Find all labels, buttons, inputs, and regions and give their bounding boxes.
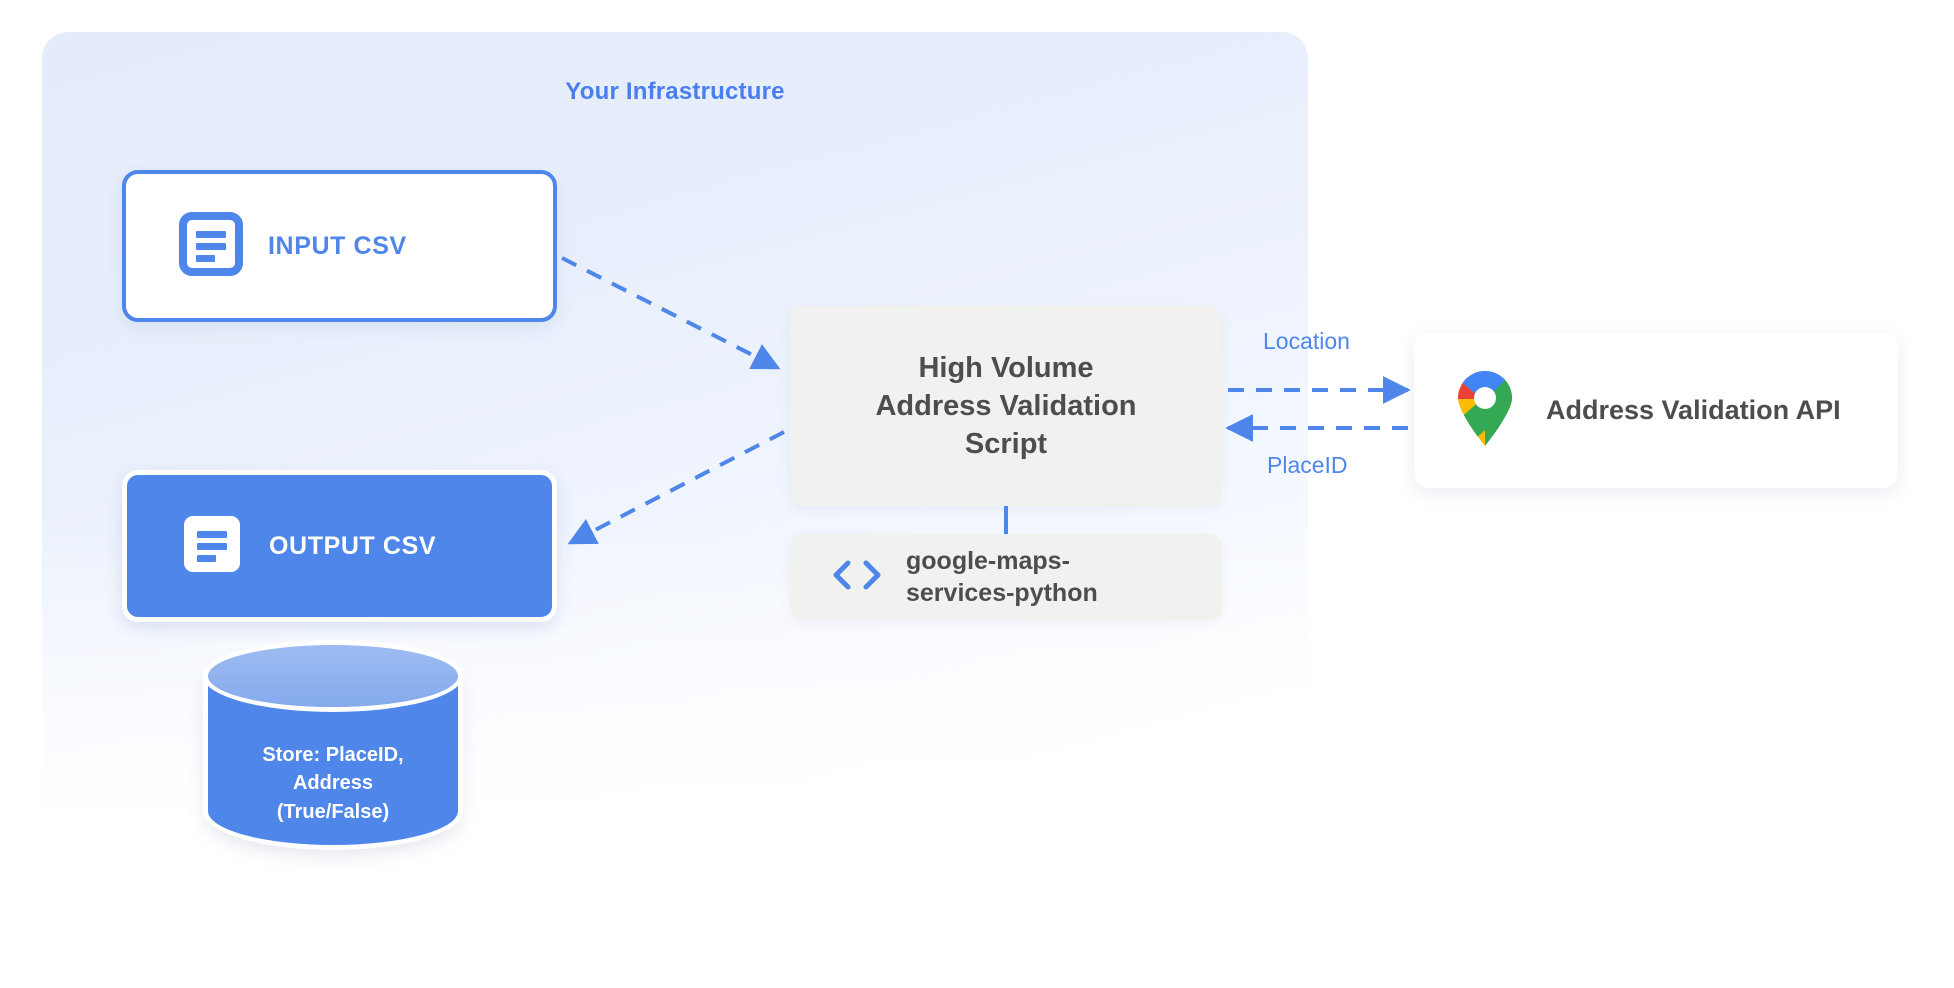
node-output-csv[interactable]: OUTPUT CSV [122, 470, 557, 622]
node-database-label: Store: PlaceID, Address (True/False) [208, 741, 458, 826]
node-library[interactable]: google-maps- services-python [790, 534, 1222, 620]
library-line-1: google-maps- [906, 547, 1070, 575]
panel-title: Your Infrastructure [565, 78, 785, 105]
node-database[interactable]: Store: PlaceID, Address (True/False) [208, 645, 458, 870]
node-input-csv-label: INPUT CSV [268, 231, 407, 260]
library-line-2: services-python [906, 579, 1098, 607]
edge-script-to-library [1004, 506, 1008, 535]
node-validation-script[interactable]: High Volume Address Validation Script [790, 306, 1222, 506]
script-line-1: High Volume [918, 351, 1094, 384]
node-output-csv-label: OUTPUT CSV [269, 531, 437, 560]
node-input-csv[interactable]: INPUT CSV [122, 170, 557, 322]
node-address-validation-api[interactable]: Address Validation API [1414, 333, 1898, 488]
database-top [208, 645, 458, 707]
code-brackets-icon [830, 557, 884, 598]
node-validation-script-label: High Volume Address Validation Script [875, 349, 1136, 464]
database-line-1: Store: PlaceID, [262, 744, 404, 766]
database-line-3: (True/False) [276, 800, 390, 823]
database-line-2: Address [292, 772, 374, 795]
document-icon [179, 211, 243, 281]
edge-label-location: Location [1263, 328, 1350, 354]
node-library-label: google-maps- services-python [906, 545, 1098, 609]
document-icon [180, 512, 244, 581]
script-line-3: Script [964, 428, 1048, 461]
script-line-2: Address Validation [875, 389, 1137, 422]
google-maps-pin-icon [1454, 369, 1516, 452]
edge-label-placeid: PlaceID [1267, 452, 1348, 478]
node-address-validation-api-label: Address Validation API [1546, 395, 1841, 425]
